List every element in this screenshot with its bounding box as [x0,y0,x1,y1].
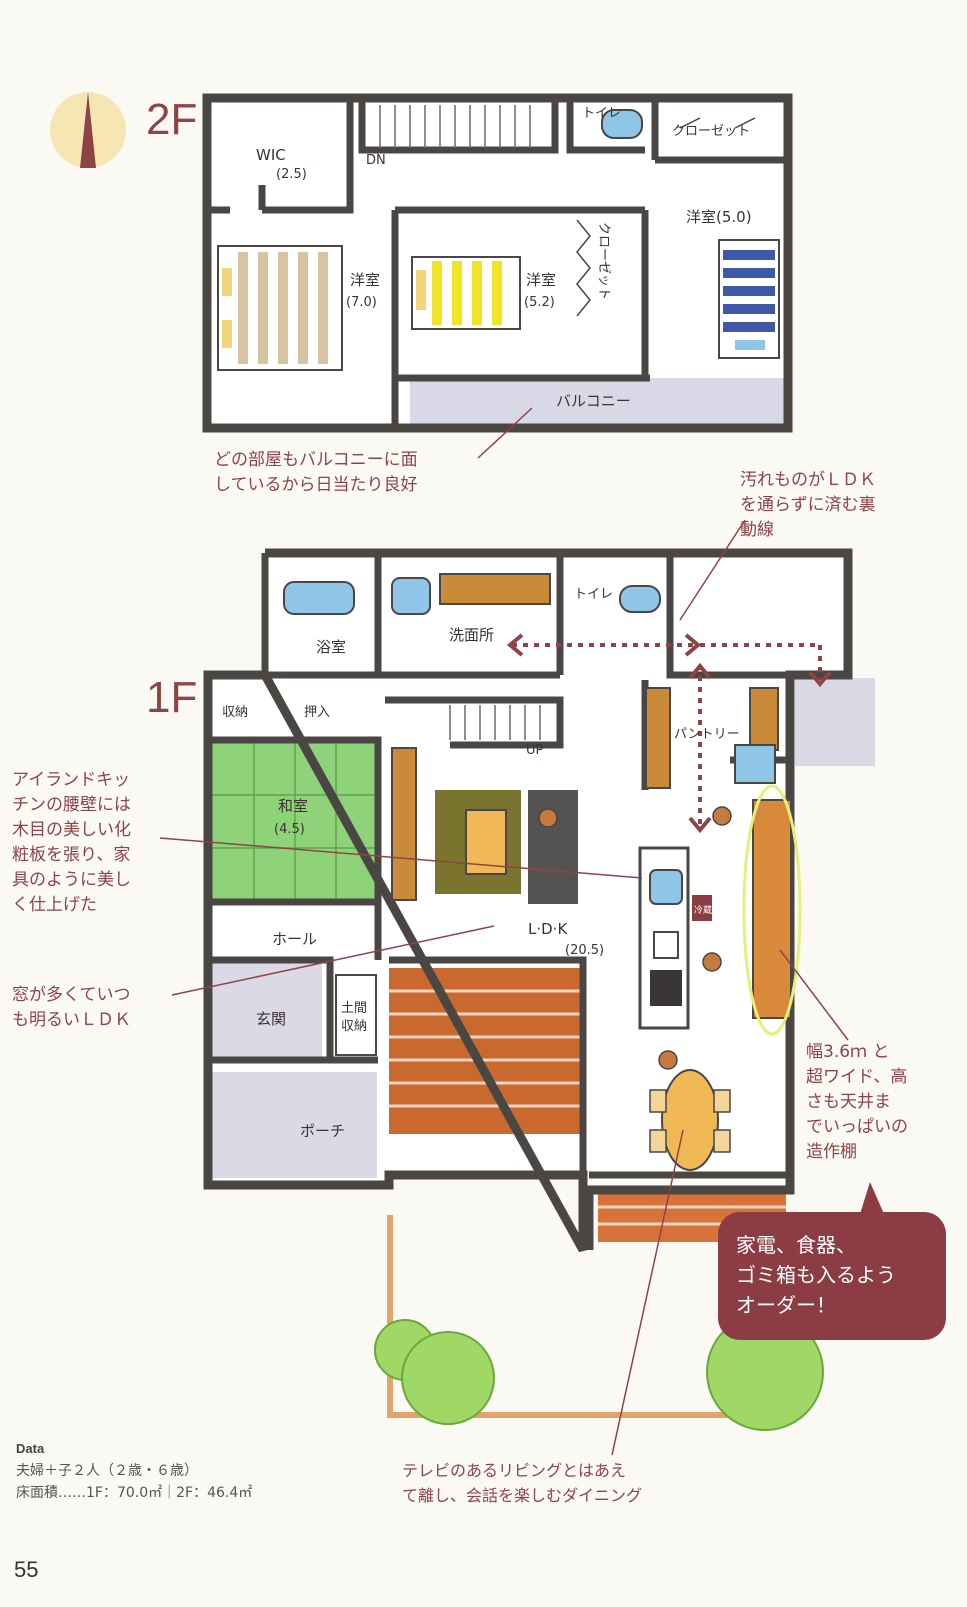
built-in-shelf [752,799,792,1019]
room-storage-label: 収納 [222,705,248,720]
room-youshitsu-mid-size: (5.2) [524,295,555,310]
fridge-label: 冷蔵 [694,904,712,916]
bed-left [217,245,343,371]
shelf-highlight [742,784,802,1036]
stairs-dn-label: DN [366,153,386,168]
callout-windows: 窓が多くていつ も明るいＬＤＫ [12,985,131,1030]
room-youshitsu-right-label: 洋室(5.0) [686,208,752,226]
room-wic-label: WIC [256,146,286,164]
tatami-room [212,740,378,902]
room-washroom-label: 洗面所 [449,626,494,644]
floor-2-plan: WIC (2.5) トイレ クローゼット クローゼット 洋室 (7.0) 洋室 … [202,93,793,433]
room-doma-storage-2: 収納 [341,1019,367,1034]
floor-1-plan: 冷蔵 [203,548,875,1431]
room-washitsu-size: (4.5) [274,822,305,837]
room-ldk-label: L·D·K [528,920,568,938]
tree-left-icon [374,1319,495,1425]
speech-bubble-tail [860,1182,884,1214]
balcony-area [410,378,788,428]
floor-1-label: 1F [146,673,197,722]
data-family: 夫婦＋子２人（２歳・６歳） [16,1463,198,1479]
room-oshiire-label: 押入 [304,705,330,720]
page-number: 55 [14,1557,39,1582]
data-area: 床面積……1F：70.0㎡｜2F：46.4㎡ [16,1485,253,1501]
speech-bubble: 家電、食器、 ゴミ箱も入るよう オーダー！ [718,1212,946,1340]
callout-shelf: 幅3.6ｍ と 超ワイド、高 さも天井ま でいっぱいの 造作棚 [806,1042,908,1162]
callout-island-kitchen: アイランドキッ チンの腰壁には 木目の美しい化 粧板を張り、家 具のように美し … [12,770,131,915]
fridge-icon [734,744,776,784]
room-toilet-1f-label: トイレ [574,587,613,602]
room-toilet-2f-label: トイレ [582,106,621,121]
room-doma-storage-1: 土間 [341,1001,367,1016]
island-kitchen: 冷蔵 [638,846,712,1030]
dining-table [661,1069,719,1171]
room-ldk-size: (20.5) [565,943,604,958]
callout-leaders [159,407,849,1456]
data-block: Data 夫婦＋子２人（２歳・６歳） 床面積……1F：70.0㎡｜2F：46.4… [16,1438,252,1504]
bed-middle [411,256,521,330]
wash-basin [391,577,431,615]
room-youshitsu-left-size: (7.0) [346,295,377,310]
callout-dirty-path: 汚れものがＬＤＫ を通らずに済む裏 動線 [740,470,876,540]
room-closet-side-label: クローゼット [596,222,611,300]
room-closet-top-label: クローゼット [672,124,750,139]
room-genkan-label: 玄関 [256,1010,286,1028]
room-porch-label: ポーチ [300,1122,345,1140]
room-washitsu-label: 和室 [278,797,308,815]
room-hall-label: ホール [272,930,317,948]
sofa [528,790,578,904]
fridge-label-icon [692,895,712,921]
floor-2-label: 2F [146,95,197,144]
room-youshitsu-left-label: 洋室 [350,271,380,289]
bed-right [718,239,780,359]
toilet-1f [619,585,661,613]
callout-dining: テレビのあるリビングとはあえ て離し、会話を楽しむダイニング [402,1461,643,1505]
bathtub [283,581,355,615]
stairs-up-label: UP [526,743,544,758]
data-title: Data [16,1441,45,1456]
room-bath-label: 浴室 [316,638,346,656]
room-youshitsu-mid-label: 洋室 [526,271,556,289]
callout-balcony: どの部屋もバルコニーに面 しているから日当たり良好 [214,450,418,495]
compass-north-icon [50,92,126,168]
service-route-arrows [512,643,822,825]
room-wic-size: (2.5) [276,167,307,182]
room-balcony-label: バルコニー [556,392,631,410]
vanity-counter [439,573,551,605]
room-pantry-label: パントリー [674,727,740,742]
